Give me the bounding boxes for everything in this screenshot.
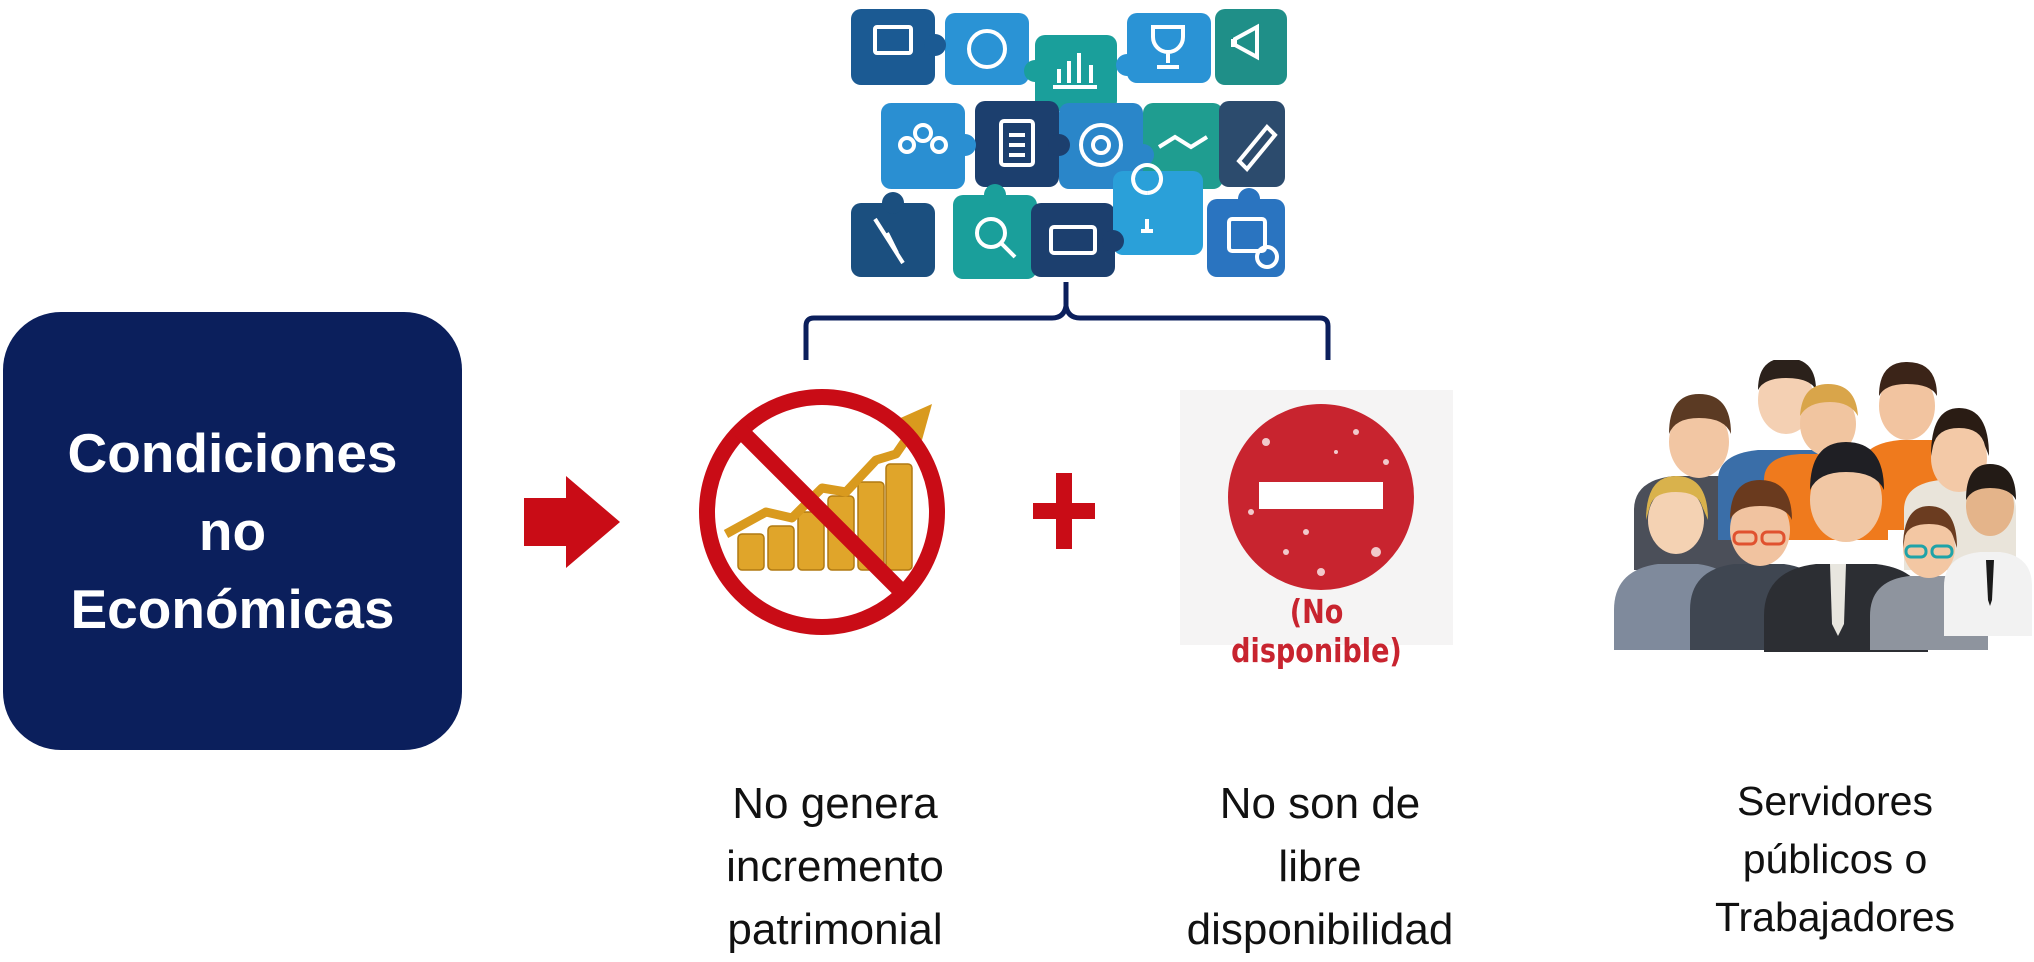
caption-no-son: No son de libre disponibilidad [1135,772,1505,961]
condiciones-title: Condiciones no Económicas [67,422,398,640]
plus-icon [1033,473,1095,549]
caption-servidores: Servidores públicos o Trabajadores [1660,772,2010,946]
caption-text: No son de libre disponibilidad [1186,779,1454,954]
no-entry-sign-icon [1228,404,1414,590]
bracket-icon [803,282,1331,360]
arrow-right-icon [524,476,620,568]
business-puzzle-icon [851,9,1287,279]
no-growth-icon [699,389,945,635]
people-group-icon [1614,360,2032,652]
sign-text: (No disponible) [1231,592,1402,670]
caption-text: No genera incremento patrimonial [726,779,944,954]
condiciones-box: Condiciones no Económicas [3,312,462,750]
caption-text: Servidores públicos o Trabajadores [1714,778,1956,940]
caption-no-genera: No genera incremento patrimonial [660,772,1010,961]
no-entry-sign: (No disponible) [1180,390,1453,670]
